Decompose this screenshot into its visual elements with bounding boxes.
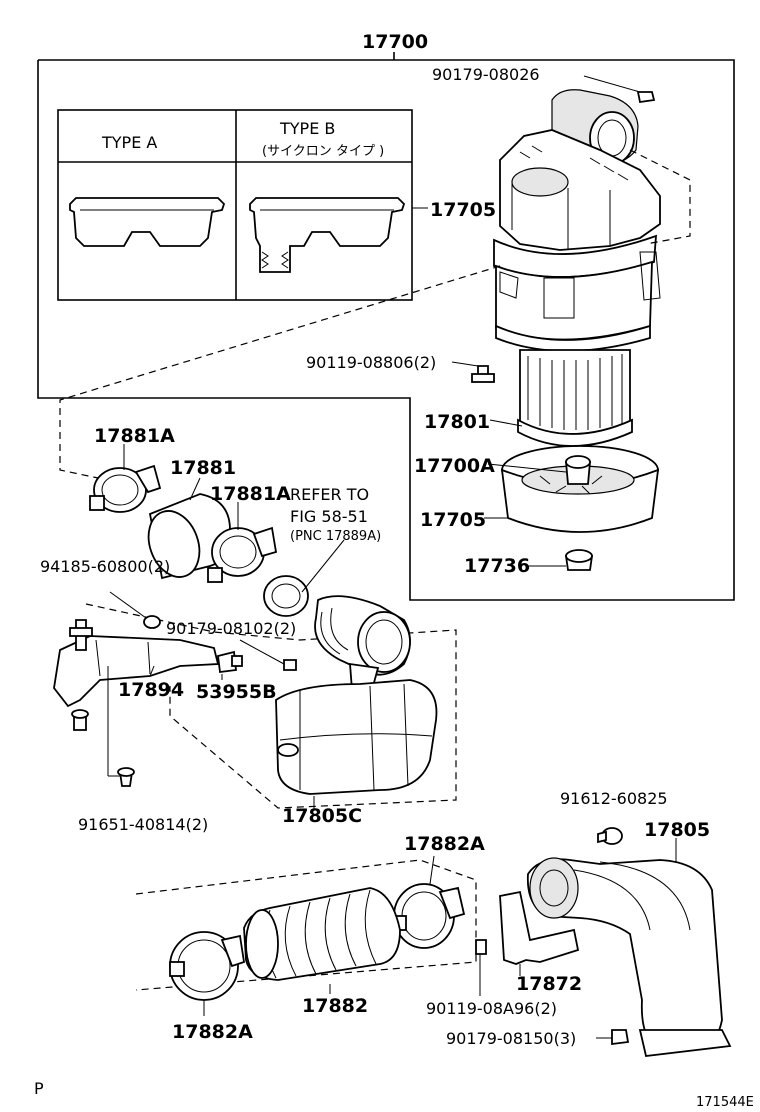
drawing-number: 171544E <box>696 1095 754 1110</box>
corner-letter: P <box>34 1079 44 1098</box>
label-17700: 17700 <box>362 31 428 53</box>
filter-element-17801 <box>517 349 633 447</box>
assembly-outline <box>37 52 735 601</box>
label-17805: 17805 <box>644 819 710 841</box>
label-17801: 17801 <box>424 411 490 433</box>
bracket-17894 <box>53 619 220 731</box>
resonator-17805c <box>275 679 438 795</box>
clamp-17882a-upper <box>391 883 466 949</box>
bolt-91651-40814 <box>107 666 135 787</box>
label-17881: 17881 <box>170 457 236 479</box>
label-17894: 17894 <box>118 679 184 701</box>
type-b-cover-section <box>249 197 406 273</box>
label-fig: FIG 58-51 <box>290 507 368 526</box>
label-90179-08150: 90179-08150(3) <box>446 1029 576 1048</box>
label-17882: 17882 <box>302 995 368 1017</box>
label-53955b: 53955B <box>196 681 277 703</box>
clamp-17881a-left <box>89 464 162 513</box>
label-type-a: TYPE A <box>101 133 157 152</box>
cap-17736 <box>526 549 594 571</box>
label-17805c: 17805C <box>282 805 362 827</box>
label-type-b-note: (サイクロン タイプ ) <box>262 144 384 159</box>
hose-17882 <box>243 887 401 981</box>
label-17882a-top: 17882A <box>404 833 485 855</box>
label-90119-08806: 90119-08806(2) <box>306 353 436 372</box>
lower-case-17705 <box>500 445 660 533</box>
label-91651-40814: 91651-40814(2) <box>78 815 208 834</box>
bolt-94185-60800 <box>109 591 161 629</box>
label-17705-bottom: 17705 <box>420 509 486 531</box>
air-duct-17805 <box>526 857 732 1057</box>
label-17881a-mid: 17881A <box>210 483 291 505</box>
label-17882a-bottom: 17882A <box>172 1021 253 1043</box>
intake-pipe-17805c <box>314 595 411 691</box>
label-refer-to: REFER TO <box>290 485 369 504</box>
label-17881a-top: 17881A <box>94 425 175 447</box>
sensor-53955b <box>217 650 243 674</box>
air-cleaner-cap <box>493 89 661 352</box>
label-91612-60825: 91612-60825 <box>560 789 668 808</box>
label-90119-08a96: 90119-08A96(2) <box>426 999 557 1018</box>
label-17872: 17872 <box>516 973 582 995</box>
label-17700a: 17700A <box>414 455 495 477</box>
label-90179-08026: 90179-08026 <box>432 65 540 84</box>
label-pnc: (PNC 17889A) <box>290 529 381 544</box>
label-17736: 17736 <box>464 555 530 577</box>
label-17705-top: 17705 <box>430 199 496 221</box>
bolt-91612-60825 <box>597 827 623 845</box>
bracket-17872 <box>499 890 580 965</box>
bolt-90179-08150 <box>596 1029 630 1046</box>
type-inset-box <box>57 109 413 301</box>
bolt-90119-08806 <box>451 361 495 383</box>
bolt-90179-08102 <box>239 639 297 671</box>
clamp-17881a-right <box>207 526 278 583</box>
type-a-cover-section <box>69 197 226 247</box>
bolt-90119-08a96 <box>475 939 487 996</box>
bolt-90179-08026 <box>583 75 656 104</box>
grommet-17889a <box>263 539 345 617</box>
label-type-b: TYPE B <box>279 119 335 138</box>
label-94185-60800: 94185-60800(2) <box>40 557 170 576</box>
clamp-17882a-lower <box>169 931 246 1001</box>
label-90179-08102: 90179-08102(2) <box>166 619 296 638</box>
